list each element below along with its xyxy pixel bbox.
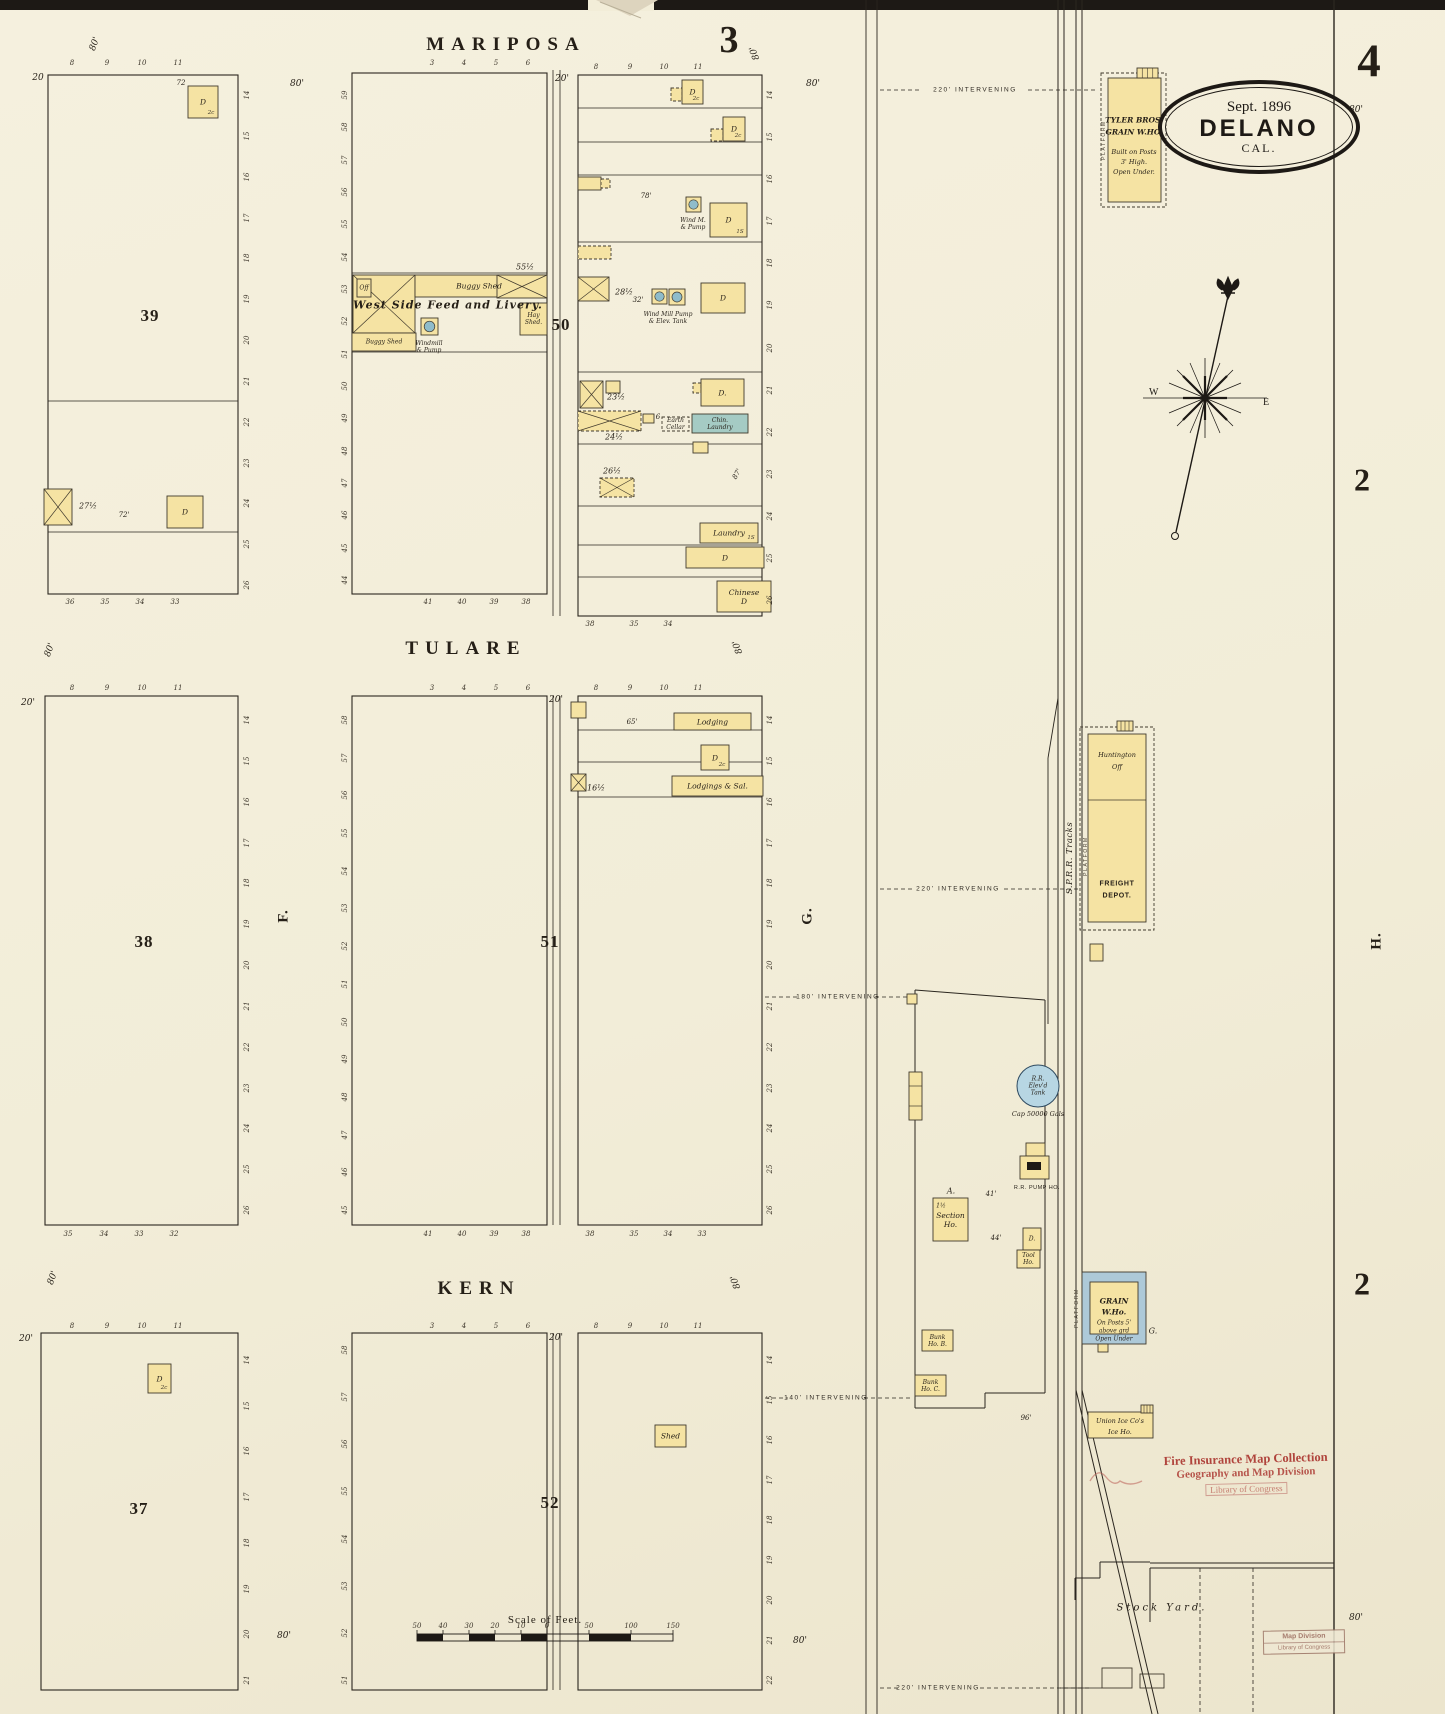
map-line xyxy=(1047,697,1059,759)
cross-mark xyxy=(43,488,73,526)
shed xyxy=(570,701,587,719)
shed xyxy=(1089,943,1104,962)
windmill-pump-icon xyxy=(688,199,699,210)
stamp-line-3: Library of Congress xyxy=(1204,1481,1288,1497)
dwelling xyxy=(700,378,745,407)
earth-cellar xyxy=(661,416,690,432)
shed xyxy=(1097,1343,1109,1353)
block-outline-r xyxy=(577,74,763,617)
dwelling xyxy=(1022,1227,1042,1251)
windmill-pump-icon xyxy=(671,291,683,303)
shed xyxy=(577,176,602,191)
cross-mark xyxy=(577,276,610,302)
laundry xyxy=(699,522,759,544)
cross-mark xyxy=(352,274,416,334)
scale-bar-segment xyxy=(521,1634,547,1641)
section-house xyxy=(932,1197,969,1242)
block-outline-r xyxy=(577,1332,763,1691)
windmill-pump-icon xyxy=(654,291,665,302)
scale-bar-segment xyxy=(589,1634,631,1641)
rr-elevated-tank xyxy=(1016,1064,1060,1108)
block-outline-r xyxy=(577,695,763,1226)
stamp-signature-mark xyxy=(1089,1472,1143,1485)
map-city: DELANO xyxy=(1199,114,1319,142)
livery-office xyxy=(356,278,372,298)
block-outline-38 xyxy=(44,695,239,1226)
union-ice-house xyxy=(1087,1411,1154,1439)
hay-shed xyxy=(519,302,548,336)
compass-rose: W E xyxy=(1143,275,1269,540)
pump-machinery-icon xyxy=(1027,1162,1041,1170)
lodgings-saloon xyxy=(671,775,764,797)
scale-bar-segment xyxy=(417,1634,443,1641)
tyler-warehouse xyxy=(1107,77,1162,203)
dwelling xyxy=(166,495,204,529)
ext xyxy=(692,382,702,394)
windmill-pump-icon xyxy=(423,320,436,333)
corner-stamp-line-2: Library of Congress xyxy=(1277,1644,1331,1652)
shed xyxy=(692,441,709,454)
shed xyxy=(577,245,612,260)
compass-east-label: E xyxy=(1263,397,1269,408)
north-fleur-icon xyxy=(1216,275,1240,301)
map-division-corner-stamp: Map Division Library of Congress xyxy=(1262,1629,1346,1655)
cross-mark xyxy=(579,380,604,409)
map-line xyxy=(914,989,1046,1001)
map-line xyxy=(1075,1389,1153,1714)
scale-bar-segment xyxy=(469,1634,495,1641)
lodging xyxy=(673,712,752,731)
block-outline-52 xyxy=(351,1332,548,1691)
block-outline-51 xyxy=(351,695,548,1226)
tool-house xyxy=(1016,1249,1041,1269)
shed xyxy=(605,380,621,394)
block-outline-37 xyxy=(40,1332,239,1691)
dwelling xyxy=(700,282,746,314)
compass-south-end xyxy=(1171,532,1179,540)
shed xyxy=(908,1071,923,1121)
dwelling xyxy=(147,1363,172,1394)
bunk-house-b xyxy=(921,1329,954,1352)
shed xyxy=(642,413,655,424)
shed xyxy=(654,1424,687,1448)
border-bar xyxy=(0,0,1445,10)
shed xyxy=(1025,1142,1046,1157)
cross-mark xyxy=(577,410,642,432)
dwelling xyxy=(681,79,704,105)
cross-mark xyxy=(496,274,548,299)
map-state: CAL. xyxy=(1241,140,1277,155)
paper-tear xyxy=(596,0,658,16)
dwelling xyxy=(700,744,730,771)
stock-pen xyxy=(1139,1673,1165,1689)
map-line xyxy=(599,1,642,19)
block-outline-39 xyxy=(47,74,239,595)
dwelling xyxy=(187,85,219,119)
bunk-house-c xyxy=(914,1374,947,1397)
shed xyxy=(906,993,918,1005)
ext xyxy=(670,87,683,102)
ext xyxy=(710,128,724,142)
chinese-laundry xyxy=(691,413,749,434)
ext xyxy=(600,178,611,189)
cross-mark xyxy=(570,773,587,792)
compass-needle xyxy=(1175,295,1229,533)
freight-depot xyxy=(1087,733,1147,923)
chinese-dwelling xyxy=(716,580,772,613)
stock-pen xyxy=(1101,1667,1133,1689)
grain-warehouse-core xyxy=(1089,1281,1139,1335)
compass-center xyxy=(1202,395,1208,401)
buggy-shed xyxy=(351,332,417,352)
map-date: Sept. 1896 xyxy=(1226,98,1292,115)
dwelling xyxy=(685,546,765,569)
cross-mark xyxy=(599,477,635,498)
compass-west-label: W xyxy=(1149,387,1159,398)
map-line xyxy=(1081,1389,1159,1714)
dwelling xyxy=(709,202,748,238)
library-of-congress-stamp: Fire Insurance Map Collection Geography … xyxy=(1147,1449,1344,1499)
map-title-oval: Sept. 1896 DELANO CAL. xyxy=(1158,80,1360,174)
dwelling xyxy=(722,116,746,142)
